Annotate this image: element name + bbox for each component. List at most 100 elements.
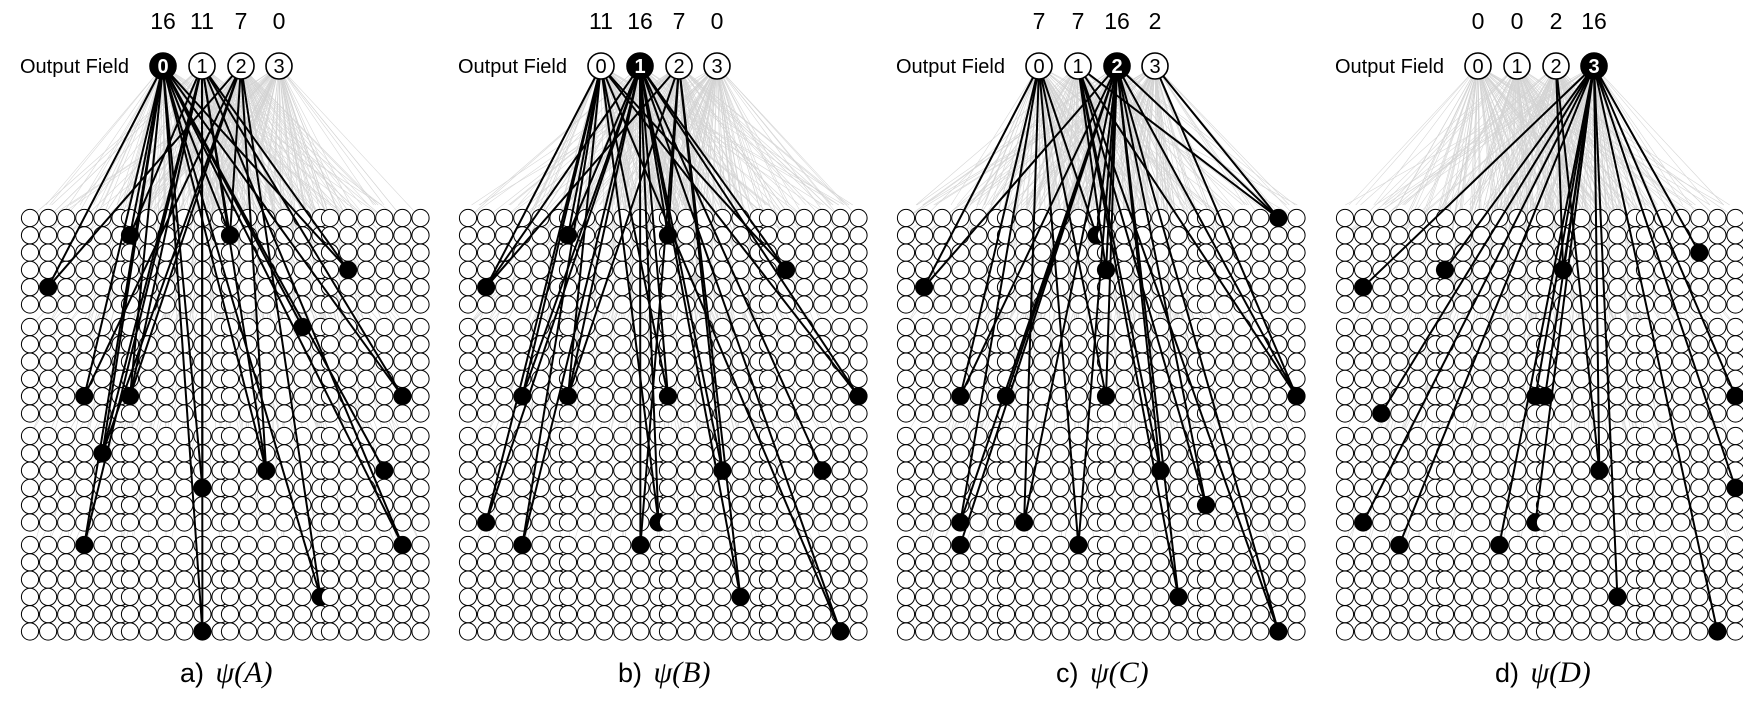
input-neuron bbox=[357, 387, 376, 406]
input-neuron bbox=[1408, 535, 1427, 555]
weak-connection-line bbox=[1517, 65, 1595, 236]
input-neuron bbox=[896, 478, 916, 497]
input-neuron bbox=[1508, 605, 1527, 624]
input-neuron bbox=[777, 605, 796, 624]
strong-connection-line bbox=[1154, 65, 1298, 397]
input-neuron bbox=[951, 622, 970, 641]
input-neuron bbox=[1015, 570, 1034, 589]
input-neuron bbox=[1490, 426, 1509, 446]
input-neuron bbox=[558, 461, 578, 480]
input-neuron bbox=[57, 404, 76, 423]
input-neuron bbox=[695, 553, 714, 572]
input-neuron bbox=[495, 553, 514, 572]
input-neuron bbox=[393, 226, 412, 245]
input-neuron bbox=[558, 605, 578, 624]
input-neuron bbox=[915, 295, 934, 314]
strong-connection-line bbox=[639, 65, 824, 472]
output-neuron bbox=[1064, 52, 1092, 80]
strong-connection-line bbox=[1362, 65, 1595, 523]
input-neuron bbox=[933, 496, 952, 515]
input-neuron bbox=[477, 208, 496, 228]
input-neuron bbox=[595, 426, 614, 446]
input-neuron bbox=[1535, 208, 1555, 228]
weak-connection-line bbox=[479, 65, 641, 206]
input-neuron bbox=[411, 496, 430, 515]
weak-connection-line bbox=[950, 65, 1040, 206]
input-neuron bbox=[1287, 426, 1306, 446]
input-neuron bbox=[139, 404, 158, 423]
input-neuron bbox=[257, 622, 276, 641]
strong-connection-line bbox=[567, 65, 602, 397]
input-neuron bbox=[1233, 605, 1252, 624]
input-neuron bbox=[139, 535, 158, 555]
input-neuron bbox=[1454, 404, 1473, 423]
input-neuron bbox=[915, 404, 934, 423]
input-neuron bbox=[1251, 404, 1270, 423]
input-neuron bbox=[1490, 622, 1509, 641]
input-neuron bbox=[758, 317, 778, 337]
input-neuron bbox=[339, 478, 358, 497]
strong-connection-line bbox=[201, 65, 349, 271]
input-neuron bbox=[375, 553, 394, 572]
input-neuron bbox=[777, 553, 796, 572]
input-neuron bbox=[1251, 426, 1270, 446]
input-neuron bbox=[731, 605, 750, 624]
input-neuron bbox=[120, 513, 140, 532]
input-neuron bbox=[1708, 570, 1727, 589]
weak-connection-line bbox=[678, 65, 743, 206]
input-neuron bbox=[1269, 404, 1288, 423]
input-neuron bbox=[257, 570, 276, 589]
input-neuron bbox=[969, 622, 988, 641]
input-neuron bbox=[831, 535, 850, 555]
input-neuron bbox=[795, 478, 814, 497]
input-neuron bbox=[175, 317, 194, 337]
input-neuron bbox=[915, 317, 934, 337]
weak-connection-line bbox=[1060, 65, 1079, 236]
input-neuron bbox=[896, 295, 916, 314]
weak-connection-line bbox=[966, 65, 1118, 206]
input-neuron bbox=[1454, 352, 1473, 371]
weak-connection-line bbox=[1480, 65, 1595, 236]
input-neuron bbox=[1269, 317, 1288, 337]
weak-connection-line bbox=[1516, 65, 1536, 236]
input-neuron bbox=[75, 426, 94, 446]
strong-connection-line bbox=[1116, 65, 1280, 632]
input-neuron bbox=[57, 605, 76, 624]
input-neuron bbox=[1251, 226, 1270, 245]
input-neuron bbox=[1196, 317, 1216, 337]
input-neuron bbox=[1454, 478, 1473, 497]
input-neuron bbox=[1726, 295, 1743, 314]
input-neuron bbox=[1654, 444, 1673, 463]
strong-connection-line bbox=[1077, 65, 1180, 598]
input-neuron bbox=[320, 553, 340, 572]
input-neuron bbox=[1390, 496, 1409, 515]
strong-connection-line bbox=[83, 65, 242, 397]
input-neuron bbox=[293, 570, 312, 589]
input-neuron bbox=[1251, 513, 1270, 532]
input-neuron bbox=[713, 553, 732, 572]
input-neuron bbox=[293, 387, 312, 406]
strong-connection-line bbox=[1116, 65, 1298, 397]
input-neuron bbox=[157, 387, 176, 406]
output-index: 2 bbox=[235, 56, 246, 78]
input-neuron bbox=[375, 622, 394, 641]
input-neuron bbox=[39, 535, 58, 555]
input-neuron bbox=[996, 553, 1016, 572]
input-neuron bbox=[677, 352, 696, 371]
weak-connection-line bbox=[558, 65, 718, 219]
strong-connection-line bbox=[1544, 65, 1595, 397]
input-neuron bbox=[1033, 352, 1052, 371]
input-neuron bbox=[731, 426, 750, 446]
input-neuron bbox=[1335, 513, 1355, 532]
input-neuron bbox=[849, 553, 868, 572]
input-neuron bbox=[1151, 622, 1170, 641]
output-index: 0 bbox=[1033, 56, 1044, 78]
input-neuron bbox=[1635, 243, 1655, 262]
input-neuron bbox=[1015, 553, 1034, 572]
input-neuron bbox=[613, 444, 632, 463]
strong-connection-line bbox=[240, 65, 268, 471]
input-neuron bbox=[20, 513, 40, 532]
input-neuron bbox=[1051, 496, 1070, 515]
panel-caption: a) ψ(A) bbox=[180, 656, 272, 689]
input-neuron bbox=[1033, 243, 1052, 262]
